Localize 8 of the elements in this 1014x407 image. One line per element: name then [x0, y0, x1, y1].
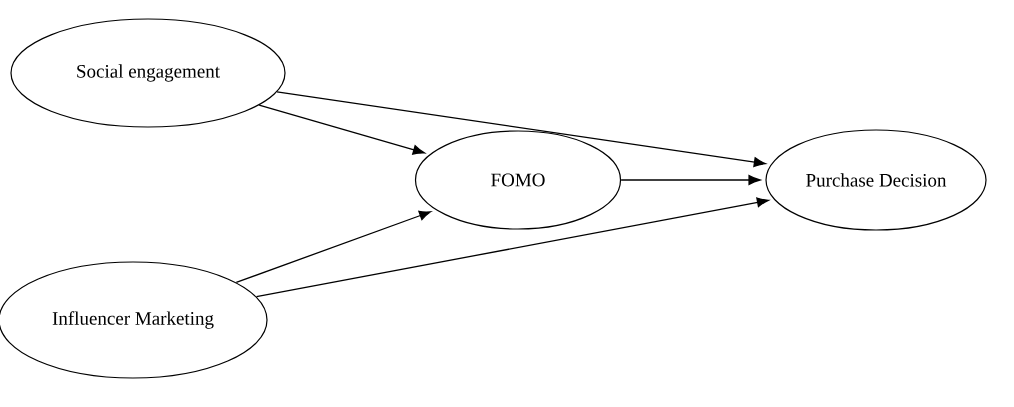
ellipse-node: Social engagement [10, 18, 286, 128]
arrow [255, 197, 769, 298]
arrow [235, 210, 432, 284]
arrow [276, 91, 766, 168]
arrow [258, 104, 425, 155]
arrow [620, 175, 761, 185]
ellipse-node: FOMO [414, 130, 622, 230]
ellipse-node: Purchase Decision [765, 129, 987, 231]
